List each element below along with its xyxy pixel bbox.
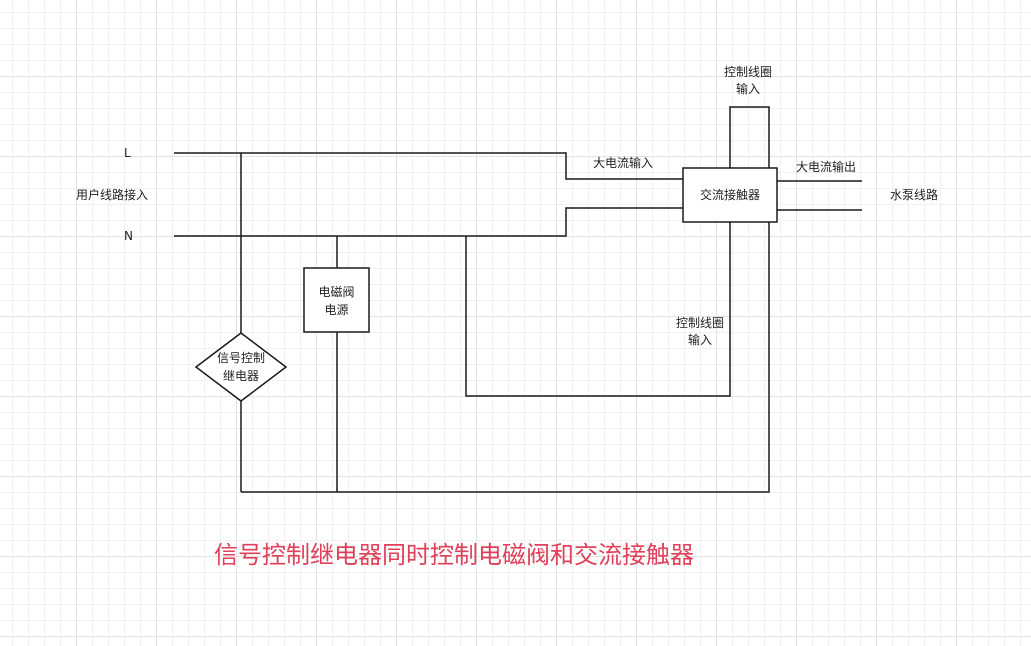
high-current-in-label: 大电流输入 — [593, 156, 654, 170]
coil-input-mid-label: 控制线圈 输入 — [668, 315, 732, 349]
high-current-out-label: 大电流输出 — [796, 160, 857, 174]
relay-line1: 信号控制 — [216, 351, 265, 365]
pump-line-label: 水泵线路 — [890, 188, 939, 202]
diagram-caption: 信号控制继电器同时控制电磁阀和交流接触器 — [214, 541, 694, 569]
contactor-box — [682, 167, 778, 223]
coil-top-loop — [729, 106, 770, 168]
return-wire — [241, 222, 770, 493]
relay-label: 信号控制 继电器 — [201, 349, 281, 385]
coil-input-top-label: 控制线圈 输入 — [716, 64, 780, 98]
solenoid-power-label: 电磁阀 电源 — [304, 283, 369, 319]
coil-input-mid-line2: 输入 — [687, 333, 712, 347]
coil-input-top-line2: 输入 — [735, 82, 760, 96]
solenoid-line1: 电磁阀 — [318, 285, 355, 299]
contactor-label: 交流接触器 — [699, 188, 760, 202]
coil-input-mid-line1: 控制线圈 — [675, 316, 724, 330]
live-wire — [174, 152, 683, 180]
relay-line2: 继电器 — [222, 369, 259, 383]
live-label: L — [124, 146, 131, 160]
solenoid-power-box — [303, 267, 370, 333]
relay-diamond — [194, 332, 288, 402]
neutral-label: N — [124, 229, 133, 243]
coil-input-wire — [465, 222, 731, 397]
coil-input-top-line1: 控制线圈 — [723, 65, 772, 79]
neutral-wire — [174, 207, 683, 237]
user-input-label: 用户线路接入 — [76, 188, 149, 202]
solenoid-line2: 电源 — [324, 303, 349, 317]
